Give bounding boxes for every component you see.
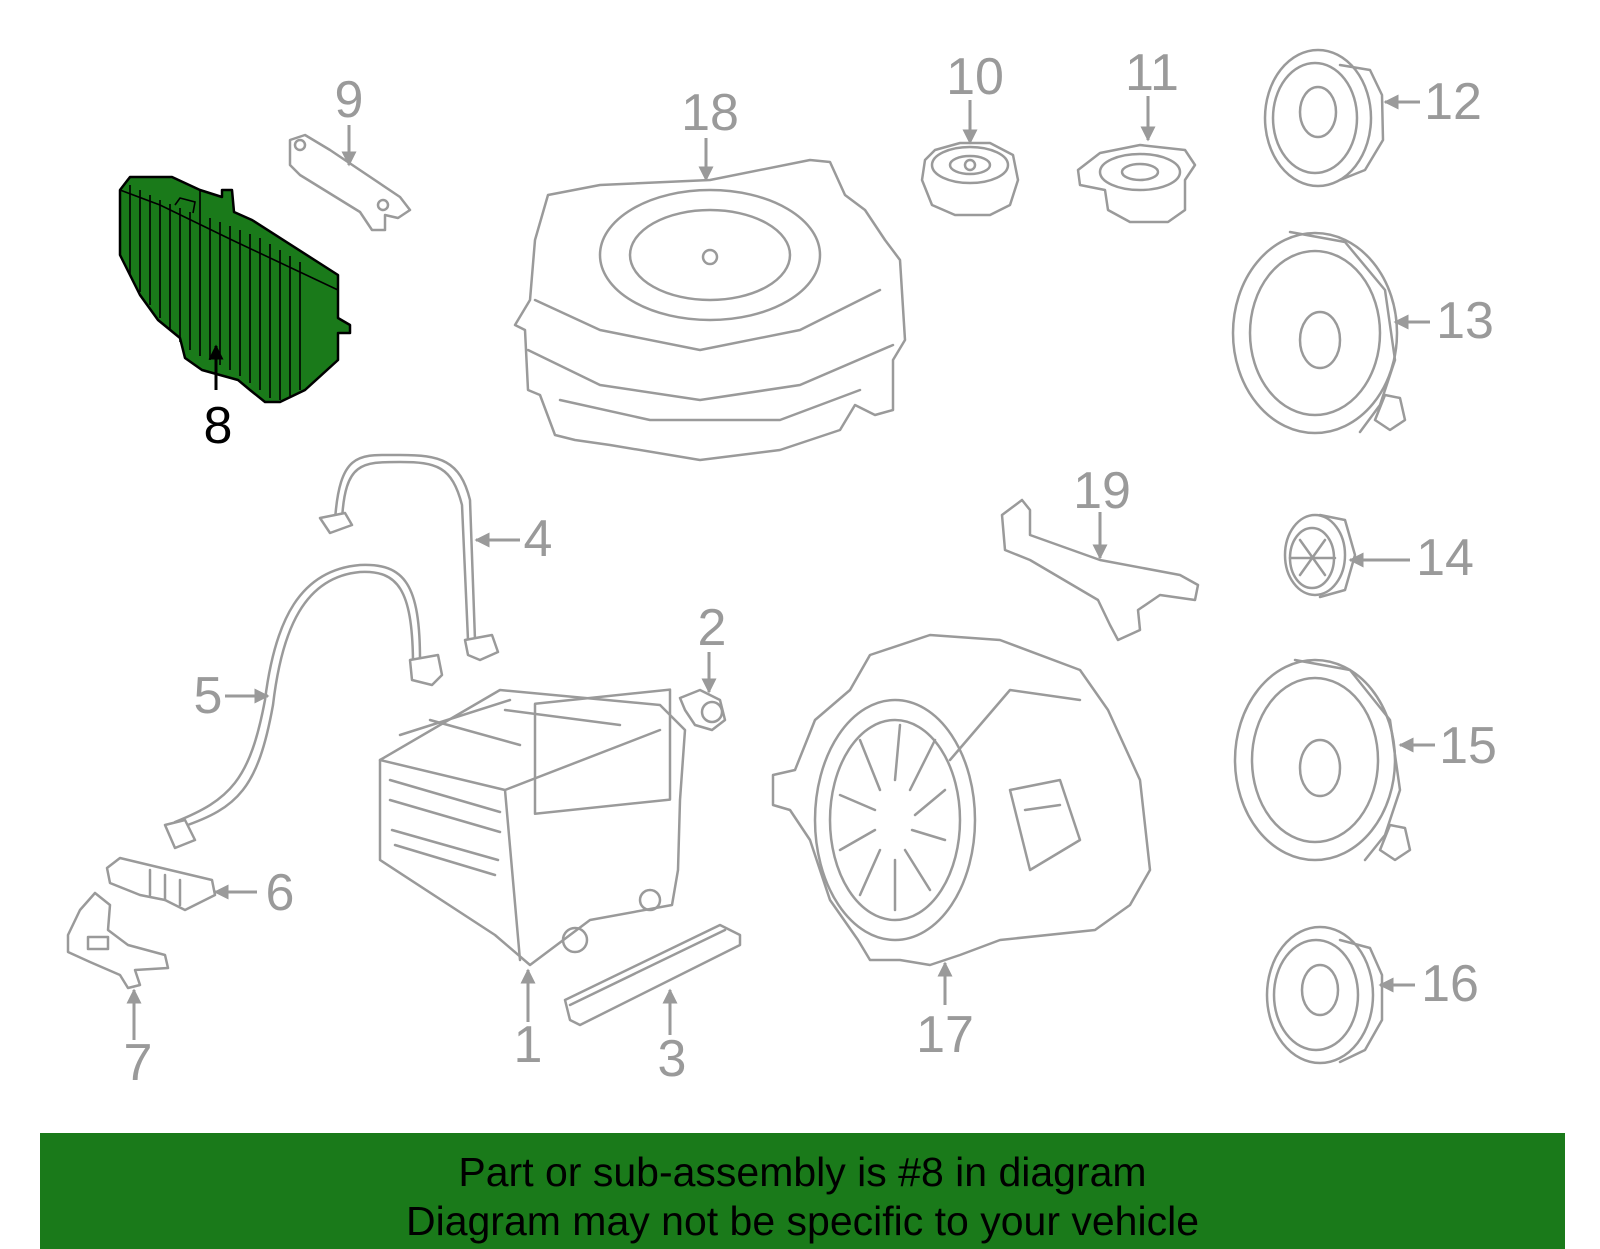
callout-labels: 1 2 3 4 5 6 7 8 9 10 11 12 13 14 15 16 1…	[124, 44, 1497, 1092]
callout-11: 11	[1125, 44, 1179, 102]
callout-15: 15	[1439, 717, 1497, 775]
part-10-tweeter[interactable]	[920, 141, 1020, 217]
callout-16: 16	[1421, 955, 1479, 1013]
part-6-bracket[interactable]	[105, 856, 217, 912]
info-banner: Part or sub-assembly is #8 in diagram Di…	[40, 1133, 1565, 1249]
part-4-cable[interactable]	[318, 453, 500, 662]
callout-18: 18	[681, 84, 739, 142]
callout-9: 9	[335, 71, 364, 129]
part-16-speaker[interactable]	[1265, 925, 1384, 1065]
part-14-tweeter[interactable]	[1283, 513, 1357, 599]
callout-10: 10	[946, 48, 1004, 106]
part-2-bolt[interactable]	[678, 688, 727, 732]
callout-1: 1	[514, 1016, 543, 1074]
callout-6: 6	[266, 864, 295, 922]
callout-7: 7	[124, 1034, 153, 1092]
part-17-subwoofer-housing[interactable]	[771, 633, 1152, 967]
part-3-trim[interactable]	[563, 923, 742, 1027]
callout-5: 5	[194, 667, 223, 725]
callout-3: 3	[658, 1030, 687, 1088]
part-7-bracket[interactable]	[66, 891, 170, 990]
callout-17: 17	[916, 1006, 974, 1064]
banner-line-1: Part or sub-assembly is #8 in diagram	[458, 1149, 1147, 1195]
callout-14: 14	[1416, 529, 1474, 587]
leader-lines	[126, 94, 1435, 1040]
banner-line-2: Diagram may not be specific to your vehi…	[405, 1198, 1199, 1244]
part-12-speaker[interactable]	[1263, 48, 1385, 188]
callout-4: 4	[524, 510, 553, 568]
callout-2: 2	[698, 599, 727, 657]
part-11-tweeter[interactable]	[1076, 143, 1197, 224]
part-1-radio-unit[interactable]	[378, 688, 687, 967]
part-13-speaker[interactable]	[1231, 230, 1407, 435]
callout-19: 19	[1073, 462, 1131, 520]
part-5-cable[interactable]	[163, 563, 444, 850]
callout-13: 13	[1436, 292, 1494, 350]
part-19-bracket[interactable]	[1000, 498, 1200, 642]
part-8-amplifier[interactable]	[118, 175, 352, 404]
part-9-bracket[interactable]	[288, 133, 412, 232]
part-15-speaker[interactable]	[1233, 658, 1412, 862]
callout-12: 12	[1424, 73, 1482, 131]
part-18-subwoofer[interactable]	[513, 158, 907, 462]
callout-8: 8	[204, 397, 233, 455]
